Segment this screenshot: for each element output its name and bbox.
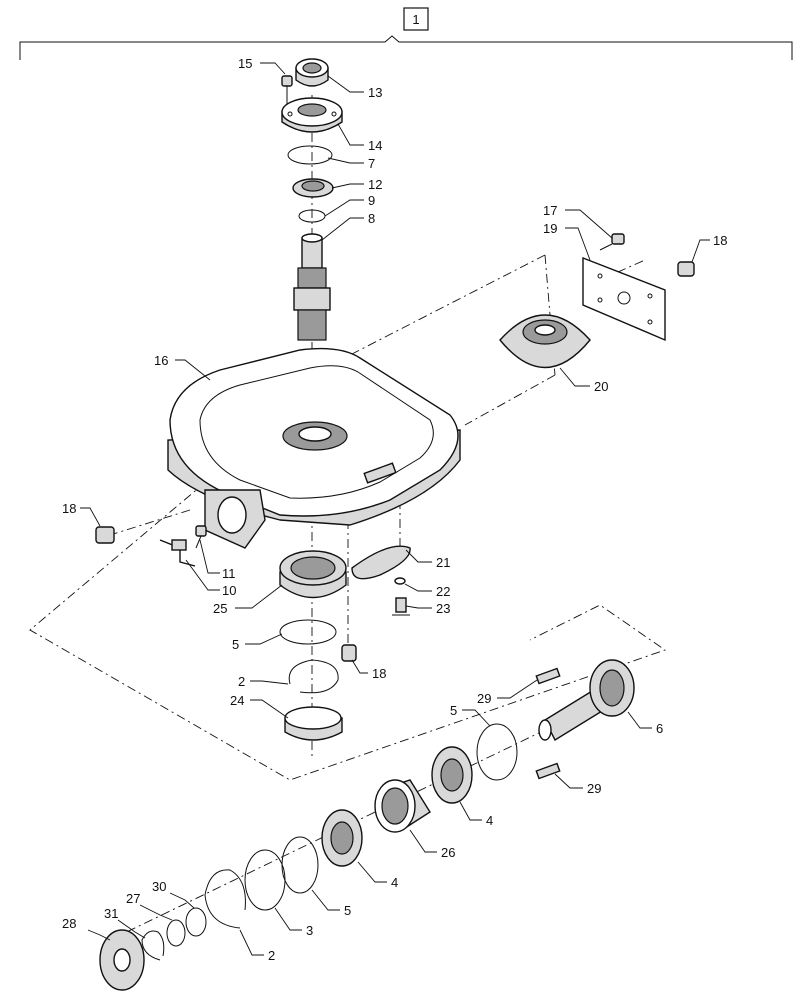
callout-12: 12	[368, 177, 382, 192]
callout-26: 26	[441, 845, 455, 860]
callout-9: 9	[368, 193, 375, 208]
part-29-key-lower	[535, 762, 561, 780]
part-31-snap-ring	[141, 930, 165, 961]
part-16-gearbox-housing	[167, 347, 461, 549]
part-27-ring	[166, 919, 186, 947]
callout-22: 22	[436, 584, 450, 599]
part-20-bevel-gear	[499, 314, 591, 369]
part-22-washer	[394, 577, 406, 585]
callout-25: 25	[213, 601, 227, 616]
part-24-spacer	[284, 706, 343, 741]
part-6-output-shaft	[538, 659, 635, 741]
callout-5-upper: 5	[232, 637, 239, 652]
assembly-bracket: 1	[19, 7, 793, 60]
part-21-retainer-plate	[351, 545, 411, 580]
callout-28: 28	[62, 916, 76, 931]
part-30-ring	[185, 907, 207, 937]
callout-19: 19	[543, 221, 557, 236]
callout-31: 31	[104, 906, 118, 921]
part-12-bearing	[292, 178, 334, 198]
part-4-bearing-right	[431, 746, 473, 804]
callout-2-upper: 2	[238, 674, 245, 689]
part-29-key-upper	[535, 667, 561, 685]
callout-18-right: 18	[713, 233, 727, 248]
part-26-sleeve	[374, 779, 431, 833]
callout-3: 3	[306, 923, 313, 938]
callout-2-lower: 2	[268, 948, 275, 963]
callout-30: 30	[152, 879, 166, 894]
callout-13: 13	[368, 85, 382, 100]
callout-29-lower: 29	[587, 781, 601, 796]
callout-4-left: 4	[391, 875, 398, 890]
part-2-snap-ring-lower	[204, 869, 246, 929]
assembly-number: 1	[412, 12, 419, 27]
part-19-cover-plate	[582, 256, 666, 342]
callout-29-upper: 29	[477, 691, 491, 706]
part-18-plug-right	[677, 261, 695, 277]
callout-14: 14	[368, 138, 382, 153]
part-18-plug-left	[95, 526, 115, 544]
part-25-tapered-bearing	[279, 550, 347, 599]
callout-11: 11	[222, 566, 236, 581]
callout-17: 17	[543, 203, 557, 218]
part-17-bolt	[599, 233, 625, 251]
part-13-oil-seal	[295, 58, 329, 87]
part-8-input-shaft	[293, 233, 331, 341]
part-23-wing-screw	[392, 597, 410, 616]
part-10-clip	[159, 539, 196, 567]
part-5-o-ring-upper	[279, 619, 337, 645]
callout-5-right: 5	[450, 703, 457, 718]
part-4-bearing-left	[321, 809, 363, 867]
callout-10: 10	[222, 583, 236, 598]
part-7-o-ring	[287, 145, 333, 165]
callout-5-lower: 5	[344, 903, 351, 918]
part-15-screw	[281, 75, 293, 104]
callout-16: 16	[154, 353, 168, 368]
part-3-ring	[244, 849, 286, 911]
callout-21: 21	[436, 555, 450, 570]
callout-15: 15	[238, 56, 252, 71]
callout-20: 20	[594, 379, 608, 394]
callout-24: 24	[230, 693, 244, 708]
leader-lines	[80, 62, 710, 956]
callout-8: 8	[368, 211, 375, 226]
part-18-plug-lower	[341, 644, 357, 662]
callout-4-right: 4	[486, 813, 493, 828]
part-28-washer	[99, 929, 145, 991]
callout-23: 23	[436, 601, 450, 616]
part-5-o-ring-lower	[281, 836, 319, 894]
part-11-screw	[195, 525, 207, 549]
callout-18-lower: 18	[372, 666, 386, 681]
callout-7: 7	[368, 156, 375, 171]
part-2-snap-ring-upper	[288, 659, 339, 694]
callout-27: 27	[126, 891, 140, 906]
part-14-bearing-cap	[281, 97, 343, 133]
callout-18-left: 18	[62, 501, 76, 516]
callout-6: 6	[656, 721, 663, 736]
callout-labels: 15 13 14 7 12 9 8 17 19 18 16 20 18 11 1…	[62, 56, 727, 963]
part-5-o-ring-right	[476, 723, 518, 781]
